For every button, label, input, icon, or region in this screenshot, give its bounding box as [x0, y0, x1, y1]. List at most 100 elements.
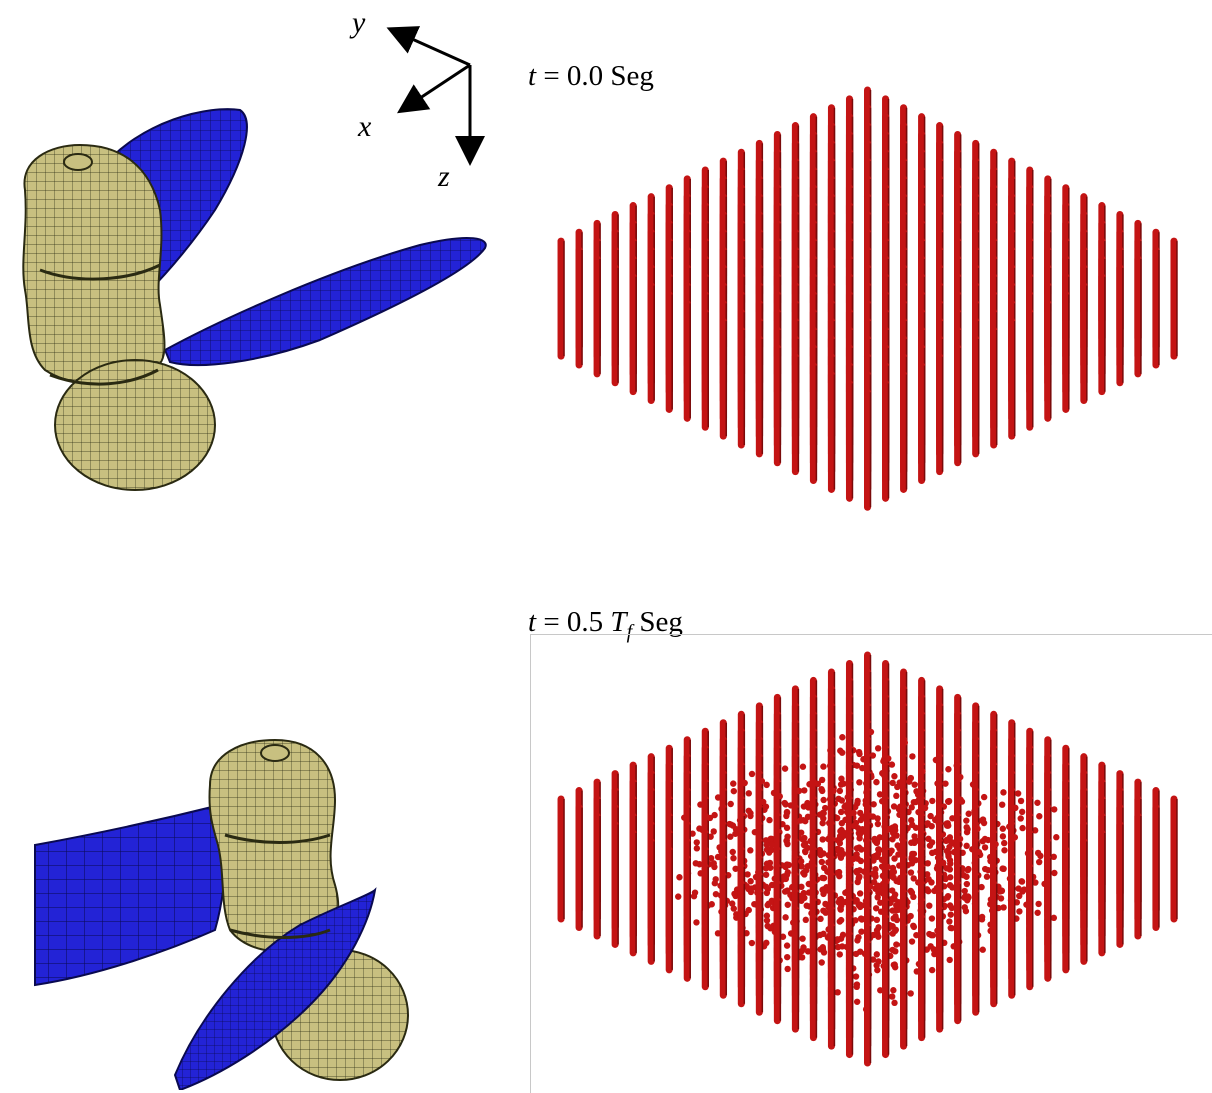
particle [863, 805, 871, 812]
particle [817, 915, 824, 923]
particle [907, 990, 914, 997]
particle [730, 787, 738, 795]
particle [1017, 797, 1025, 805]
particle-column [1044, 854, 1052, 982]
particle [873, 838, 881, 845]
particle [878, 798, 886, 805]
particle [1053, 834, 1060, 841]
particle [783, 862, 790, 870]
particle [907, 869, 915, 876]
particle [910, 798, 918, 806]
particle [937, 831, 944, 839]
particle-column [1026, 863, 1034, 991]
particle [896, 811, 903, 818]
particle-column [647, 282, 655, 405]
particle [965, 865, 972, 873]
particle [839, 931, 847, 939]
particle [927, 812, 934, 820]
particle [931, 887, 938, 895]
particle [744, 871, 751, 878]
particle-column [755, 888, 764, 1016]
particle-column [1152, 246, 1160, 369]
particle [797, 858, 805, 865]
particle [804, 813, 812, 821]
blade-right [163, 236, 487, 367]
particle [820, 796, 827, 804]
particle [946, 881, 954, 889]
particle [929, 797, 936, 805]
particle [928, 839, 936, 846]
particle [693, 919, 700, 926]
particle-column [990, 326, 998, 449]
particle-column [936, 905, 944, 1033]
particle [872, 905, 880, 912]
particle [998, 801, 1006, 808]
particle-column [683, 299, 691, 422]
particle [712, 890, 720, 898]
particle [1034, 799, 1041, 806]
particle [943, 847, 951, 855]
particle [964, 826, 971, 833]
particle [826, 762, 834, 769]
particle-column [683, 854, 691, 982]
particle [819, 836, 826, 843]
particle [1015, 885, 1022, 892]
particle [839, 943, 846, 950]
particle [963, 880, 971, 888]
particle [798, 863, 805, 870]
particle [891, 855, 898, 862]
particle [928, 849, 936, 857]
particle-column [1026, 308, 1034, 431]
particle-column [1098, 829, 1106, 957]
particle [889, 930, 896, 937]
particle [1014, 790, 1022, 797]
particle [963, 817, 970, 824]
particle [857, 901, 865, 909]
particle [798, 883, 805, 891]
particle-column [954, 897, 962, 1025]
particle [764, 885, 772, 893]
particle [1032, 879, 1039, 886]
particle [711, 811, 718, 819]
particle [890, 987, 897, 994]
particle [911, 781, 918, 788]
particle [844, 803, 852, 811]
particle [908, 938, 916, 945]
particle [730, 905, 737, 912]
particle [747, 809, 754, 817]
particle [908, 804, 915, 811]
particle [730, 780, 737, 787]
particle-column [593, 255, 601, 378]
particle [836, 951, 843, 958]
particle [799, 763, 807, 770]
particle [897, 874, 904, 882]
particle [766, 816, 773, 824]
particle [912, 824, 920, 831]
particle [974, 825, 981, 832]
particle-column [755, 335, 764, 458]
particle-column [719, 317, 728, 440]
particle [817, 946, 824, 953]
particle-column [1116, 820, 1124, 948]
particle [741, 779, 748, 787]
particle [706, 814, 714, 822]
top-time-label: t = 0.0 Seg [528, 60, 654, 92]
particle [804, 799, 811, 807]
x-axis-label: x [358, 110, 372, 143]
particle [763, 841, 770, 849]
particle-field-top-svg [557, 86, 1178, 511]
particle [802, 847, 809, 855]
particle [681, 814, 688, 821]
particle [846, 751, 853, 758]
hub-dome [22, 143, 166, 385]
particle-column [972, 888, 980, 1016]
particle-column [665, 290, 673, 413]
particle [911, 839, 918, 847]
particle [820, 864, 828, 872]
particle [748, 939, 756, 947]
particle [998, 887, 1006, 895]
particle-column [1170, 795, 1178, 923]
particle [947, 838, 955, 846]
particle-column [773, 897, 782, 1025]
particle [784, 869, 791, 876]
